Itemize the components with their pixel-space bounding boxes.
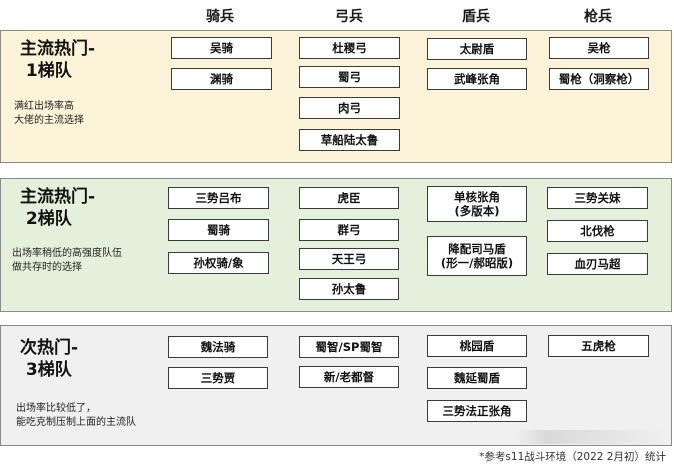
tier-3-cavalry-item: 三势贾 xyxy=(168,367,268,389)
tier-2-cavalry-item: 三势吕布 xyxy=(168,187,269,209)
tier-1-cavalry-item: 吴骑 xyxy=(171,37,272,59)
tier-2-description: 出场率稍低的高强度队伍 做共存时的选择 xyxy=(12,248,122,273)
tier-3-shield-item: 魏延蜀盾 xyxy=(427,367,527,389)
tier-2-archer-item: 孙太鲁 xyxy=(299,278,399,300)
tier-3-cavalry-item: 魏法骑 xyxy=(168,336,268,358)
tier-1-shield-item: 太尉盾 xyxy=(427,38,527,60)
tier-2-title: 主流热门- 2梯队 xyxy=(20,187,96,229)
tier-1-cavalry-item: 渊骑 xyxy=(171,68,272,90)
tier-3-archer-item: 蜀智/SP蜀智 xyxy=(299,336,399,358)
tier-1-archer-item: 杜稷弓 xyxy=(299,37,400,59)
tier-1-shield-item: 武峰张角 xyxy=(427,68,527,90)
tier-1-archer-item: 草船陆太鲁 xyxy=(299,129,400,151)
tier-2-archer-item: 群弓 xyxy=(299,219,399,241)
tier-2-cavalry-item: 蜀骑 xyxy=(168,219,269,241)
tier-2-shield-item: 降配司马盾 (形一/郝昭版) xyxy=(427,236,527,276)
tier-2-archer-item: 虎臣 xyxy=(299,187,399,209)
watermark xyxy=(516,430,666,444)
tier-2-spear-item: 三势关妹 xyxy=(547,187,648,209)
tier-1-archer-item: 蜀弓 xyxy=(299,66,400,88)
tier-1-description: 满红出场率高 大佬的主流选择 xyxy=(14,101,84,126)
tier-3-description: 出场率比较低了， 能吃克制压制上面的主流队 xyxy=(16,403,136,428)
footer-note: *参考s11战斗环境（2022 2月初）统计 xyxy=(479,451,666,463)
tier-3-title: 次热门- 3梯队 xyxy=(20,338,79,380)
tier-1-title: 主流热门- 1梯队 xyxy=(20,39,96,81)
column-header-shield: 盾兵 xyxy=(462,9,490,25)
tier-3-shield-item: 桃园盾 xyxy=(427,335,527,357)
tier-2-shield-item: 单核张角 (多版本) xyxy=(427,186,527,222)
tier-2-cavalry-item: 孙权骑/象 xyxy=(168,252,269,274)
tier-2-spear-item: 血刃马超 xyxy=(547,253,648,275)
column-header-archer: 弓兵 xyxy=(335,9,363,25)
tier-1-spear-item: 蜀枪（洞察枪） xyxy=(549,68,649,90)
tier-3-spear-item: 五虎枪 xyxy=(548,335,649,357)
tier-1-archer-item: 肉弓 xyxy=(299,97,400,119)
column-header-spear: 枪兵 xyxy=(584,9,612,25)
tier-2-archer-item: 天王弓 xyxy=(299,248,399,270)
column-header-cavalry: 骑兵 xyxy=(206,9,234,25)
tier-3-shield-item: 三势法正张角 xyxy=(427,400,527,422)
tier-2-spear-item: 北伐枪 xyxy=(547,220,648,242)
tier-3-archer-item: 新/老都督 xyxy=(299,366,399,388)
tier-1-spear-item: 吴枪 xyxy=(549,37,649,59)
